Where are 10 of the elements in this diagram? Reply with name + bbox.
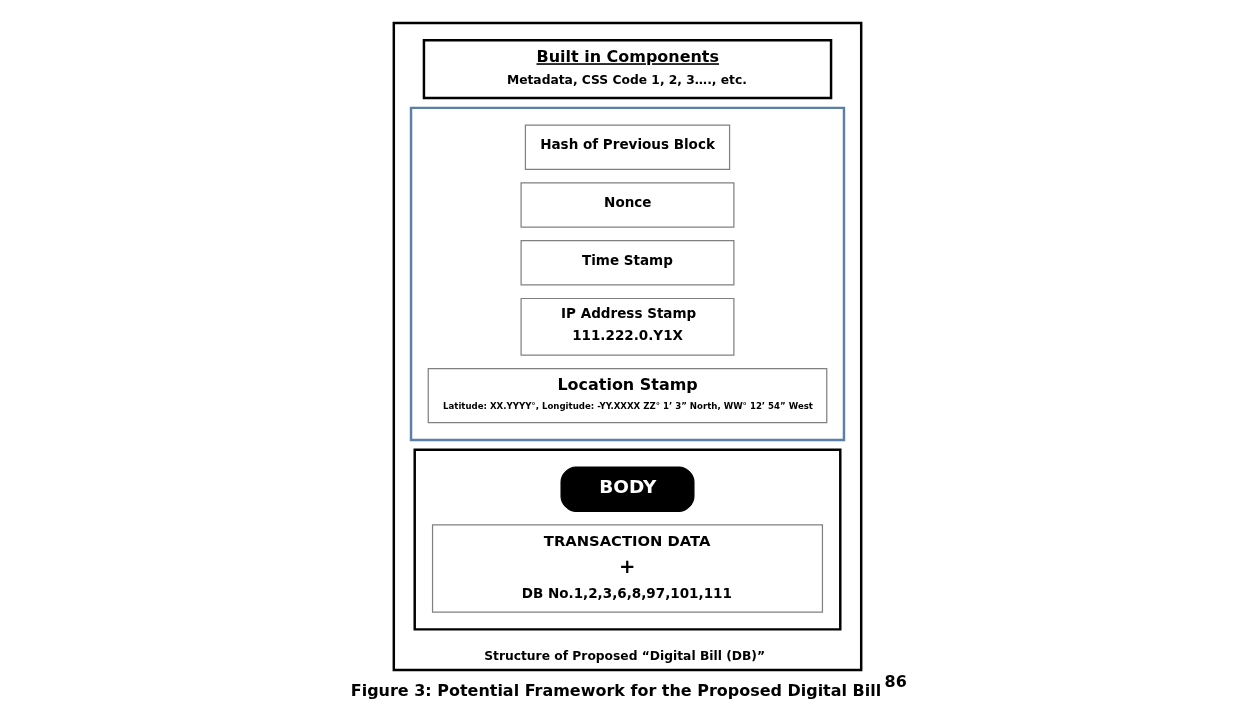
node-box: Built in Components Metadata, CSS Code 1, 2, 3…., etc. — [422, 39, 832, 100]
node-box: IP Address Stamp 111.222.0.Y1X — [520, 297, 734, 356]
node-box: Nonce — [520, 182, 734, 228]
node-box: Time Stamp — [520, 240, 734, 286]
cluster — [413, 448, 841, 631]
node-box: Location Stamp Latitude: XX.YYYY°, Longitude: -YY.XXXX ZZ° 1’ 3” North, WW° 12’ 54” West — [427, 368, 827, 424]
cluster — [409, 106, 845, 442]
node-box: BODY — [559, 466, 695, 512]
node-box: Hash of Previous Block — [524, 124, 730, 170]
node-box: TRANSACTION DATA + DB No.1,2,3,6,8,97,101,111 — [431, 524, 823, 613]
